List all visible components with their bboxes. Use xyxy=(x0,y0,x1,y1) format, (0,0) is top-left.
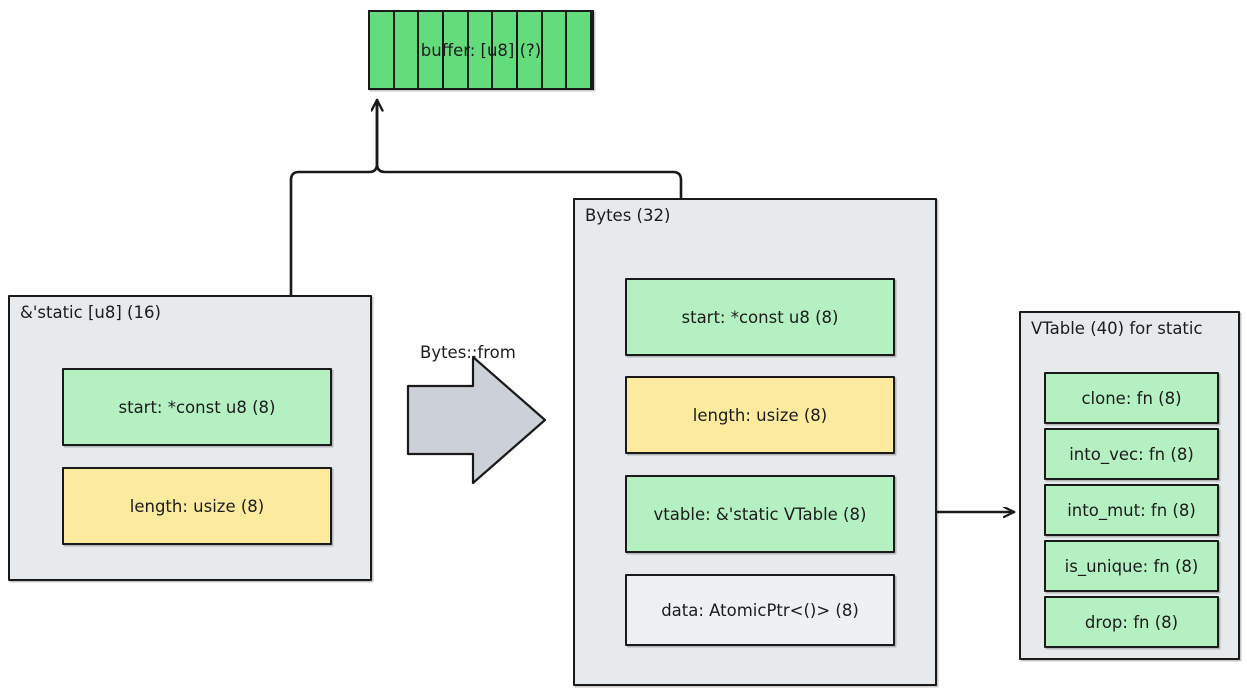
buffer-cell xyxy=(469,12,494,88)
bytes-field-data: data: AtomicPtr<()> (8) xyxy=(625,574,895,646)
static-slice-field-length: length: usize (8) xyxy=(62,467,332,545)
vtable-box: VTable (40) for static clone: fn (8) int… xyxy=(1019,311,1240,660)
static-slice-field-start: start: *const u8 (8) xyxy=(62,368,332,446)
static-slice-title: &'static [u8] (16) xyxy=(20,303,161,322)
buffer-cell xyxy=(395,12,420,88)
vtable-field-drop: drop: fn (8) xyxy=(1044,596,1219,648)
vtable-title: VTable (40) for static xyxy=(1031,319,1203,338)
buffer-strip: buffer: [u8] (?) xyxy=(368,10,594,90)
static-slice-box: &'static [u8] (16) start: *const u8 (8) … xyxy=(8,295,372,581)
buffer-cell xyxy=(419,12,445,88)
vtable-field-clone: clone: fn (8) xyxy=(1044,372,1219,424)
bytes-from-label: Bytes::from xyxy=(420,343,516,362)
buffer-cell xyxy=(370,12,395,88)
vtable-field-into-vec: into_vec: fn (8) xyxy=(1044,428,1219,480)
buffer-cell xyxy=(444,12,469,88)
bytes-field-length: length: usize (8) xyxy=(625,376,895,454)
bytes-field-vtable: vtable: &'static VTable (8) xyxy=(625,475,895,553)
buffer-cell xyxy=(493,12,519,88)
vtable-field-into-mut: into_mut: fn (8) xyxy=(1044,484,1219,536)
buffer-cell xyxy=(518,12,543,88)
bytes-box: Bytes (32) start: *const u8 (8) length: … xyxy=(573,198,937,686)
buffer-cell xyxy=(567,12,593,88)
bytes-field-start: start: *const u8 (8) xyxy=(625,278,895,356)
buffer-cell xyxy=(543,12,568,88)
vtable-field-is-unique: is_unique: fn (8) xyxy=(1044,540,1219,592)
block-arrow-bytes-from xyxy=(406,355,547,485)
bytes-title: Bytes (32) xyxy=(585,206,671,225)
